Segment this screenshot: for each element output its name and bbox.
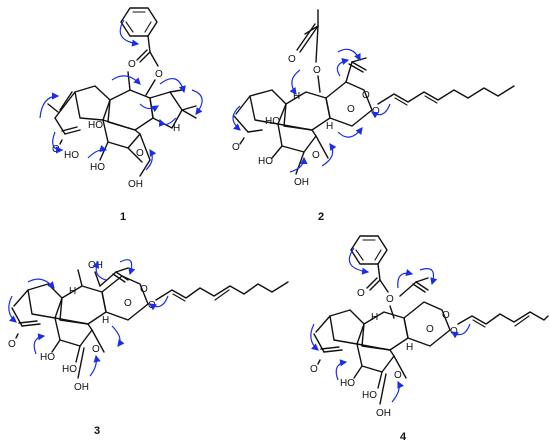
atom-label: OH: [128, 179, 143, 190]
atom-label: H: [293, 91, 300, 102]
atom-label: O: [312, 150, 320, 161]
atom-label: O: [288, 54, 296, 65]
atom-label: O: [394, 370, 402, 381]
atom-label: HO: [265, 116, 280, 127]
atom-label: O: [426, 324, 434, 335]
atom-label: H: [326, 121, 333, 132]
atom-label: H: [406, 342, 413, 353]
atom-label: O: [310, 364, 318, 375]
atom-label: HO: [90, 162, 105, 173]
atom-label: O: [8, 339, 16, 350]
atom-label: HO: [40, 352, 55, 363]
compound-4: O O O H O O O H HO HO O OH: [310, 235, 549, 443]
atom-label: O: [136, 148, 144, 159]
compound-2: O O O H O O O H HO HO O OH: [232, 9, 515, 223]
atom-label: HO: [88, 120, 103, 131]
atom-label: H: [102, 315, 109, 326]
atom-label: O: [155, 69, 163, 80]
compound-number: 2: [318, 211, 324, 223]
atom-label: HO: [362, 390, 377, 401]
atom-label: O: [450, 326, 458, 337]
atom-label: O: [140, 284, 148, 295]
compound-number: 4: [400, 431, 407, 443]
atom-label: HO: [62, 364, 77, 375]
atom-label: O: [92, 344, 100, 355]
atom-label: HO: [258, 156, 273, 167]
compound-1: O O O H HO HO HO O OH: [39, 7, 203, 223]
atom-label: HO: [64, 150, 79, 161]
atom-label: H: [173, 123, 180, 134]
atom-label: OH: [294, 177, 309, 188]
atom-label: O: [372, 106, 380, 117]
compound-3: OH O H O O O H HO HO O OH: [8, 259, 289, 437]
atom-label: HO: [340, 378, 355, 389]
atom-label: O: [362, 90, 370, 101]
atom-label: H: [371, 312, 378, 323]
atom-label: OH: [376, 408, 391, 419]
atom-label: O: [128, 59, 136, 70]
atom-label: O: [124, 298, 132, 309]
atom-label: O: [313, 65, 321, 76]
compound-number: 3: [94, 425, 100, 437]
atom-label: O: [347, 104, 355, 115]
atom-label: OH: [74, 382, 89, 393]
atom-label: O: [386, 294, 394, 305]
compound-number: 1: [120, 211, 126, 223]
atom-label: O: [232, 142, 240, 153]
atom-label: O: [357, 288, 365, 299]
atom-label: O: [442, 310, 450, 321]
atom-label: OH: [88, 260, 103, 271]
atom-label: H: [69, 286, 76, 297]
